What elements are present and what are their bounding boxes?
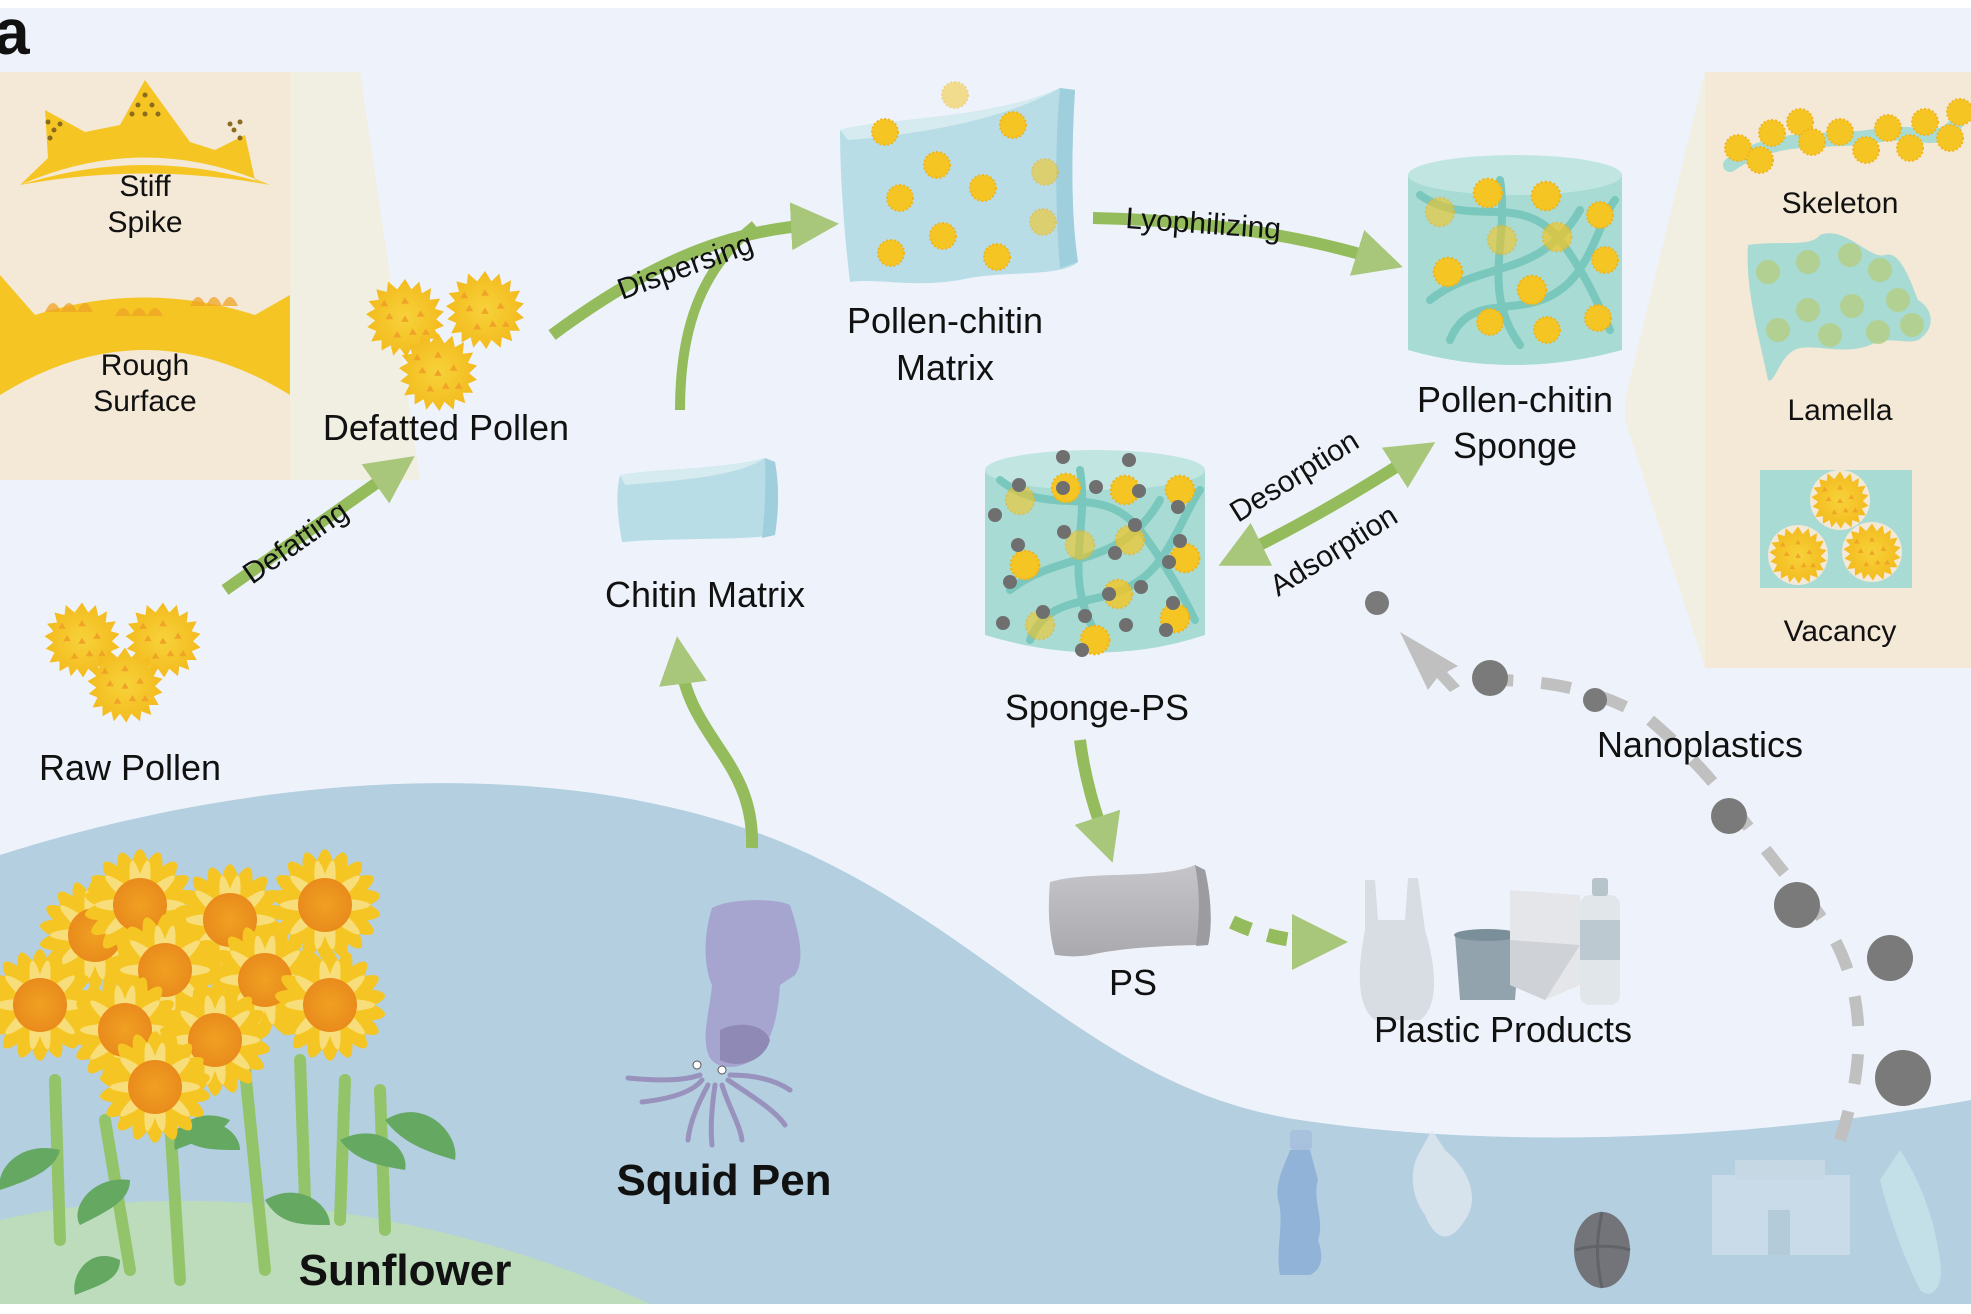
pollen-chitin-sponge-illustration	[1408, 155, 1622, 365]
desorption-adsorption-arrow	[1218, 442, 1436, 566]
nanoplastic-particle	[1774, 882, 1820, 928]
stiff-spike-label-line2: Spike	[107, 206, 182, 239]
ps-illustration	[1048, 865, 1211, 957]
floating-ball	[1574, 1211, 1631, 1289]
nanoplastics-arrowhead	[1400, 632, 1460, 692]
nanoplastic-particle	[1472, 660, 1508, 696]
nanoplastic-particle	[1875, 1050, 1931, 1106]
pollen-chitin-sponge-label-line1: Pollen-chitin	[1417, 379, 1613, 420]
faded-building-watermark	[1712, 1160, 1850, 1255]
ps-label: PS	[1109, 962, 1157, 1003]
chitin-merge-arrow	[675, 221, 759, 411]
stiff-spike-label-line1: Stiff	[119, 170, 171, 203]
lamella-illustration	[1747, 233, 1931, 381]
pollen-chitin-matrix-illustration	[840, 81, 1078, 284]
lyophilizing-arrow	[1092, 212, 1403, 276]
vacancy-label: Vacancy	[1784, 615, 1897, 648]
sponge-to-ps-arrow	[1074, 739, 1121, 863]
pollen-chitin-matrix-label-line2: Matrix	[896, 347, 994, 388]
rough-surface-illustration	[0, 275, 290, 395]
nanoplastics-path	[1365, 591, 1931, 1142]
defatting-arrow	[221, 456, 415, 595]
defatted-pollen-label: Defatted Pollen	[323, 407, 569, 448]
stiff-spike-illustration	[20, 80, 270, 185]
squid-illustration	[625, 900, 801, 1148]
left-inset-panel: Stiff Spike Rough Surface	[0, 72, 420, 480]
vacancy-illustration	[1760, 470, 1912, 588]
nanoplastic-particle	[1365, 591, 1389, 615]
nanoplastic-particle	[1583, 688, 1607, 712]
nanoplastics-label: Nanoplastics	[1597, 724, 1803, 765]
squid-pen-label: Squid Pen	[616, 1156, 831, 1205]
sponge-ps-label: Sponge-PS	[1005, 687, 1189, 728]
pollen-chitin-matrix-label-line1: Pollen-chitin	[847, 300, 1043, 341]
pollen-chitin-sponge-label-line2: Sponge	[1453, 425, 1577, 466]
panel-label: a	[0, 0, 30, 68]
plastic-products-label: Plastic Products	[1374, 1009, 1632, 1050]
rough-surface-label-line1: Rough	[101, 349, 189, 382]
grass-hill	[0, 1200, 650, 1304]
ps-to-products-arrow	[1229, 913, 1348, 970]
rough-surface-label-line2: Surface	[93, 385, 196, 418]
skeleton-illustration	[1723, 98, 1971, 174]
water-area	[0, 783, 1971, 1304]
dispersing-arrow	[548, 202, 839, 340]
floating-waste	[1277, 1130, 1941, 1294]
chitin-matrix-label: Chitin Matrix	[605, 574, 805, 615]
skeleton-label: Skeleton	[1782, 187, 1899, 220]
chitin-matrix-illustration	[617, 458, 779, 542]
squid-to-chitin-arrow	[659, 636, 759, 849]
sunflower-illustration	[0, 848, 456, 1295]
lamella-label: Lamella	[1787, 394, 1892, 427]
nanoplastic-particle	[1867, 935, 1913, 981]
sunflower-label: Sunflower	[299, 1246, 512, 1295]
inset-connector-left	[290, 72, 420, 480]
floating-bag	[1412, 1130, 1473, 1237]
inset-connector-right	[1625, 72, 1705, 668]
sponge-ps-illustration	[985, 450, 1205, 657]
right-inset-panel: Skeleton Lamella Vacancy	[1625, 72, 1971, 668]
plastic-products-illustration	[1359, 878, 1620, 1020]
raw-pollen-label: Raw Pollen	[39, 747, 221, 788]
floating-bottle	[1277, 1130, 1322, 1275]
nanoplastic-particle	[1711, 798, 1747, 834]
faded-hand-watermark	[1880, 1150, 1941, 1294]
